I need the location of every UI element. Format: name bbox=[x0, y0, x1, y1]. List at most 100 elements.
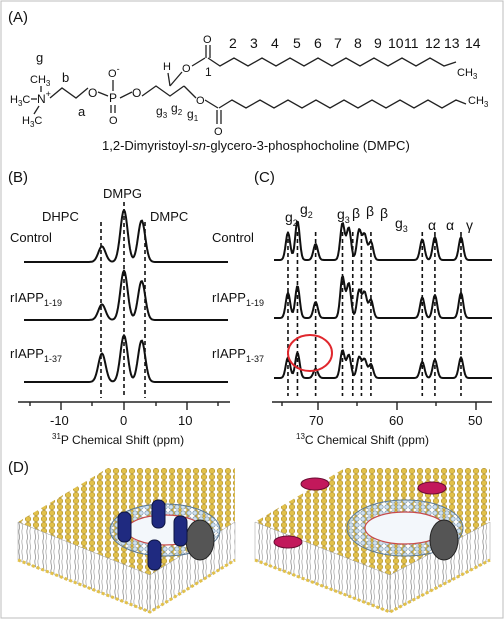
bond bbox=[119, 91, 133, 99]
glycerol-backbone bbox=[141, 85, 185, 97]
peptide-disc bbox=[273, 535, 303, 549]
peptide-disc bbox=[417, 481, 447, 495]
carbon-number: 2 bbox=[229, 35, 237, 51]
oxygen: O bbox=[203, 34, 212, 46]
peak-label-dhpc: DHPC bbox=[42, 209, 79, 224]
carbon-number-row: 2 3 4 5 6 7 8 9 10 11 12 13 14 bbox=[229, 35, 481, 51]
oxygen: O bbox=[196, 95, 205, 107]
tick-label: 50 bbox=[468, 413, 482, 428]
carbon-number: 6 bbox=[314, 35, 322, 51]
carbon-number: 3 bbox=[250, 35, 258, 51]
bicelle-pore bbox=[185, 519, 215, 561]
spectrum-c-0 bbox=[274, 220, 492, 261]
sample-label-riapp-1-19: rIAPP1-19 bbox=[212, 290, 264, 308]
peak-label-dmpg: DMPG bbox=[103, 186, 142, 201]
peak-label: g2 bbox=[285, 209, 298, 228]
carbon-number: 4 bbox=[271, 35, 279, 51]
methyl-left: H3C bbox=[10, 94, 30, 108]
tick-label: -10 bbox=[50, 413, 69, 428]
molecule-caption: 1,2-Dimyristoyl-sn-glycero-3-phosphochol… bbox=[102, 138, 410, 153]
membrane-schematic-left bbox=[17, 468, 236, 614]
highlight-circle bbox=[287, 334, 333, 372]
peak-label: α bbox=[428, 217, 436, 233]
carbon-number: 10 bbox=[388, 35, 404, 51]
oxygen: O bbox=[182, 63, 191, 75]
atom-label-g1: g1 bbox=[187, 107, 199, 123]
peak-label: g3 bbox=[337, 206, 350, 225]
acyl-chain-upper bbox=[207, 57, 457, 67]
panel-b-chart: DHPC DMPG DMPC Control rIAPP1-19 rIAPP1-… bbox=[10, 186, 230, 447]
spectrum-b-1 bbox=[24, 269, 228, 321]
methyl-end-upper: CH3 bbox=[457, 67, 478, 81]
x-axis-label-c: 13C Chemical Shift (ppm) bbox=[296, 432, 429, 447]
bond bbox=[183, 85, 197, 99]
peak-label: β bbox=[366, 203, 374, 219]
bond bbox=[204, 99, 219, 109]
oxygen: O bbox=[132, 86, 141, 100]
peak-label: β bbox=[352, 205, 360, 221]
peptide-helix bbox=[173, 515, 188, 547]
peak-label: g2 bbox=[300, 201, 313, 220]
nitrogen: N+ bbox=[37, 89, 51, 106]
oxygen: O bbox=[109, 115, 118, 127]
peak-label-dmpc: DMPC bbox=[150, 209, 188, 224]
peak-label: γ bbox=[466, 217, 473, 233]
bond bbox=[169, 71, 183, 87]
oxygen-minus: O- bbox=[108, 64, 120, 80]
tick-label: 70 bbox=[309, 413, 323, 428]
atom-label-b: b bbox=[62, 70, 69, 85]
membrane-schematic-right bbox=[254, 468, 491, 614]
dmpc-structure: g CH3 H3C N+ H3C b a O P O- O O g3 g2 g1… bbox=[10, 34, 489, 153]
carbon-number: 9 bbox=[374, 35, 382, 51]
bond bbox=[33, 105, 40, 115]
hydrogen: H bbox=[163, 61, 171, 73]
membrane-bottom-heads bbox=[17, 558, 236, 614]
peak-label: g3 bbox=[395, 215, 408, 234]
spectrum-b-2 bbox=[24, 334, 228, 383]
tick-label: 60 bbox=[389, 413, 403, 428]
atom-label-g3: g3 bbox=[156, 104, 168, 120]
choline-chain bbox=[49, 87, 89, 99]
peak-label: α bbox=[446, 217, 454, 233]
spectrum-c-2 bbox=[274, 349, 492, 379]
peptide-disc bbox=[300, 477, 330, 491]
panel-label-b: (B) bbox=[8, 169, 28, 186]
oxygen: O bbox=[88, 86, 97, 100]
panel-b-spectra bbox=[24, 209, 228, 383]
carbon-number: 5 bbox=[293, 35, 301, 51]
carbon-number: 7 bbox=[334, 35, 342, 51]
panel-label-a: (A) bbox=[8, 9, 28, 26]
peptide-helix bbox=[117, 511, 132, 543]
panel-c-spectra bbox=[274, 220, 492, 379]
bond bbox=[191, 57, 206, 67]
methyl-bottom: H3C bbox=[22, 115, 42, 129]
bond bbox=[167, 72, 171, 87]
sample-label-control: Control bbox=[10, 230, 52, 245]
atom-label-g: g bbox=[36, 50, 43, 65]
sample-label-riapp-1-19: rIAPP1-19 bbox=[10, 290, 62, 308]
tick-label: 10 bbox=[178, 413, 192, 428]
acyl-chain-lower bbox=[218, 99, 467, 109]
peptide-helix bbox=[147, 539, 162, 571]
tick-label: 0 bbox=[120, 413, 127, 428]
methyl-end-lower: CH3 bbox=[468, 95, 489, 109]
spectrum-b-0 bbox=[24, 209, 228, 263]
sample-label-control: Control bbox=[212, 230, 254, 245]
atom-label-a: a bbox=[78, 104, 86, 119]
carbonyl-label: 1 bbox=[205, 65, 212, 79]
bond bbox=[97, 91, 109, 97]
carbon-number: 8 bbox=[354, 35, 362, 51]
carbon-number: 13 bbox=[444, 35, 460, 51]
bicelle-pore bbox=[429, 519, 459, 561]
sample-label-riapp-1-37: rIAPP1-37 bbox=[10, 346, 62, 364]
sample-label-riapp-1-37: rIAPP1-37 bbox=[212, 346, 264, 364]
peak-label: β bbox=[380, 205, 388, 221]
x-axis-label-b: 31P Chemical Shift (ppm) bbox=[52, 432, 184, 447]
spectrum-c-1 bbox=[274, 275, 492, 319]
peptide-helix bbox=[151, 499, 166, 529]
methyl-top: CH3 bbox=[30, 74, 51, 88]
